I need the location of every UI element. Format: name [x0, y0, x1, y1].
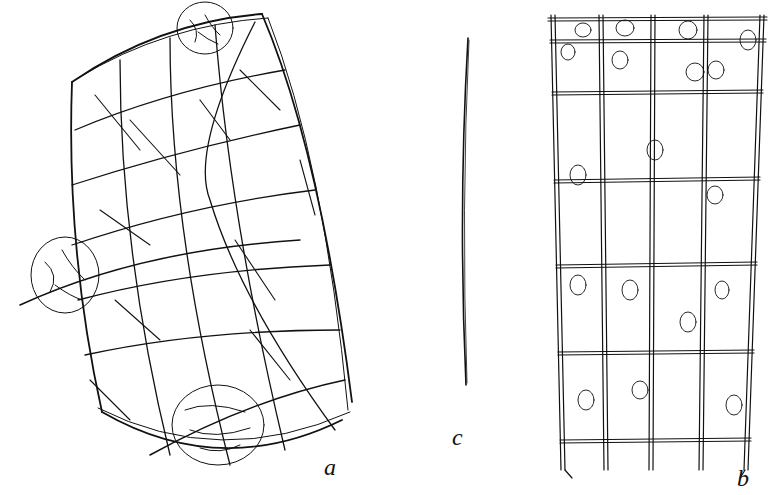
lattice-grid — [548, 15, 767, 478]
figure-letter: a — [324, 455, 336, 479]
figure-letter: b — [737, 466, 749, 490]
single-spicule — [462, 38, 468, 385]
single-spicule — [464, 40, 469, 383]
lattice-fragment — [20, 14, 352, 465]
cell-body — [31, 2, 264, 465]
figure-letter: c — [452, 425, 463, 449]
cell-body — [561, 20, 756, 415]
